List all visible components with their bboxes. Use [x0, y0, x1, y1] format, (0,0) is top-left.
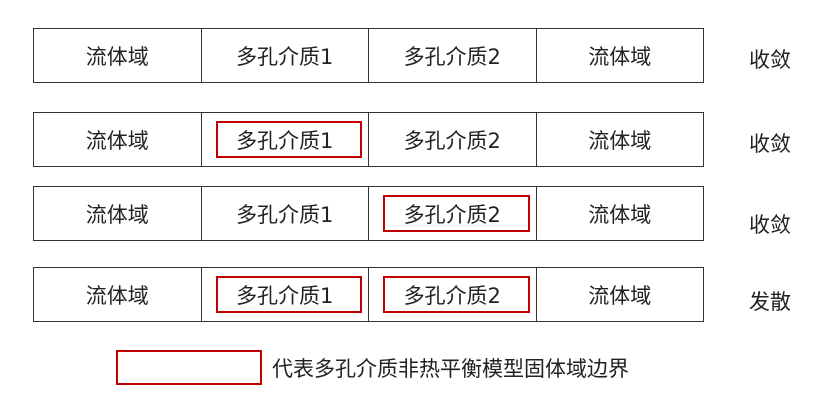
convergence-status-label: 发散	[749, 290, 791, 314]
domain-cell: 多孔介质2	[369, 113, 537, 166]
convergence-status-label: 收敛	[749, 132, 791, 156]
domain-cell-label: 多孔介质2	[403, 283, 501, 308]
solid-domain-boundary-box	[215, 276, 362, 313]
domain-cell: 流体域	[537, 113, 704, 166]
domain-cell: 流体域	[34, 113, 202, 166]
domain-cell-label: 多孔介质1	[236, 283, 334, 308]
domain-cell: 流体域	[34, 29, 202, 82]
domain-row-3: 流体域 多孔介质1 多孔介质2 流体域	[33, 186, 704, 241]
domain-row-1: 流体域 多孔介质1 多孔介质2 流体域	[33, 28, 704, 83]
domain-cell-label: 多孔介质2	[403, 128, 501, 153]
domain-row-2: 流体域 多孔介质1 多孔介质2 流体域	[33, 112, 704, 167]
domain-cell-label: 流体域	[588, 128, 652, 153]
domain-cell: 多孔介质1	[202, 187, 369, 240]
domain-cell: 多孔介质1	[202, 113, 369, 166]
domain-cell: 流体域	[537, 187, 704, 240]
solid-domain-boundary-box	[383, 195, 530, 232]
domain-cell: 流体域	[537, 29, 704, 82]
domain-cell: 多孔介质2	[369, 29, 537, 82]
domain-cell-label: 多孔介质2	[403, 202, 501, 227]
convergence-status-label: 收敛	[749, 213, 791, 237]
solid-domain-boundary-box	[215, 121, 362, 158]
legend-swatch-box	[116, 350, 262, 385]
domain-cell-label: 流体域	[85, 202, 149, 227]
domain-cell-label: 流体域	[588, 44, 652, 69]
domain-cell: 流体域	[34, 187, 202, 240]
domain-cell: 多孔介质2	[369, 187, 537, 240]
domain-cell: 流体域	[34, 268, 202, 321]
domain-cell-label: 流体域	[588, 202, 652, 227]
domain-cell-label: 流体域	[588, 283, 652, 308]
domain-cell-label: 多孔介质2	[403, 44, 501, 69]
domain-cell-label: 流体域	[85, 128, 149, 153]
legend: 代表多孔介质非热平衡模型固体域边界	[116, 350, 629, 385]
convergence-status-label: 收敛	[749, 48, 791, 72]
domain-row-4: 流体域 多孔介质1 多孔介质2 流体域	[33, 267, 704, 322]
domain-cell: 多孔介质1	[202, 268, 369, 321]
domain-cell-label: 流体域	[85, 283, 149, 308]
domain-cell: 多孔介质2	[369, 268, 537, 321]
domain-cell: 流体域	[537, 268, 704, 321]
domain-cell: 多孔介质1	[202, 29, 369, 82]
domain-cell-label: 多孔介质1	[236, 128, 334, 153]
domain-cell-label: 多孔介质1	[236, 44, 334, 69]
domain-cell-label: 流体域	[85, 44, 149, 69]
legend-label: 代表多孔介质非热平衡模型固体域边界	[272, 356, 629, 381]
solid-domain-boundary-box	[383, 276, 530, 313]
domain-cell-label: 多孔介质1	[236, 202, 334, 227]
